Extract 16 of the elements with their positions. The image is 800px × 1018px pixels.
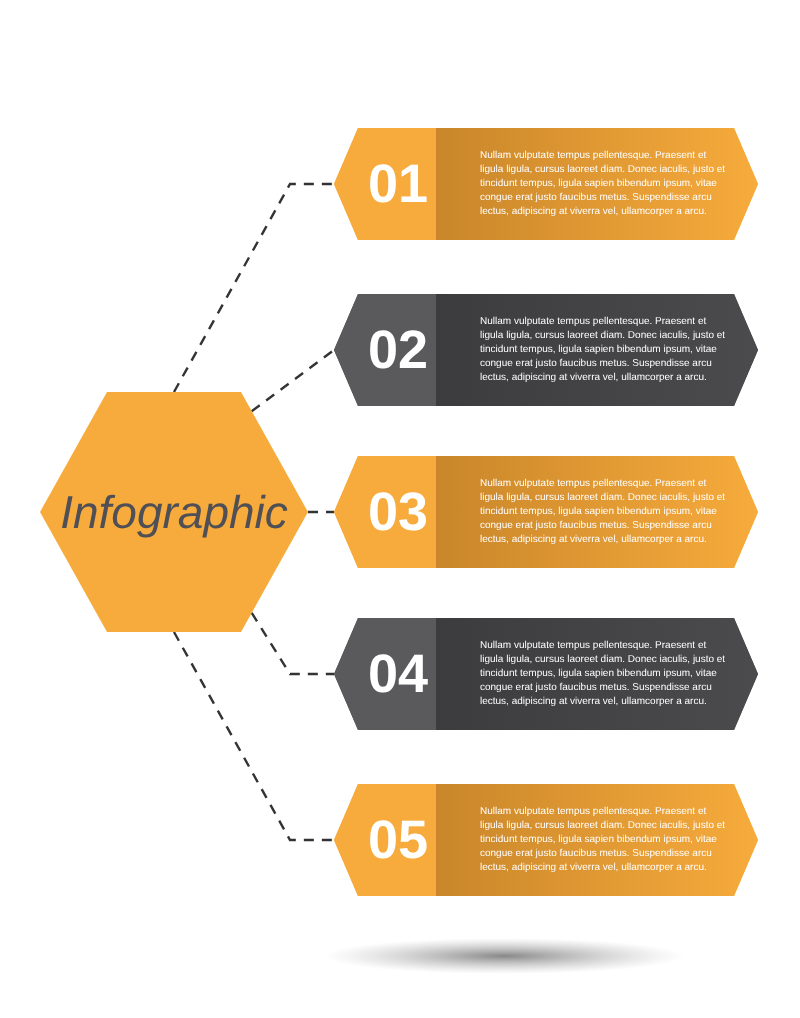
hexagon-banner xyxy=(334,128,758,240)
step-number: 03 xyxy=(367,485,428,539)
step-number: 02 xyxy=(367,323,428,377)
dashed-connector xyxy=(308,510,334,514)
hexagon-banner xyxy=(334,294,758,406)
hub-title: Infographic xyxy=(60,483,288,542)
dashed-connector xyxy=(251,349,335,413)
hexagon-banner xyxy=(334,618,758,730)
step-number: 01 xyxy=(367,157,428,211)
dashed-connector xyxy=(172,631,334,842)
dashed-connector xyxy=(172,182,334,393)
hexagon-banner xyxy=(334,456,758,568)
step-number: 04 xyxy=(367,647,428,701)
dashed-connector xyxy=(250,612,334,676)
step-number: 05 xyxy=(367,813,428,867)
hexagon-banner xyxy=(334,784,758,896)
